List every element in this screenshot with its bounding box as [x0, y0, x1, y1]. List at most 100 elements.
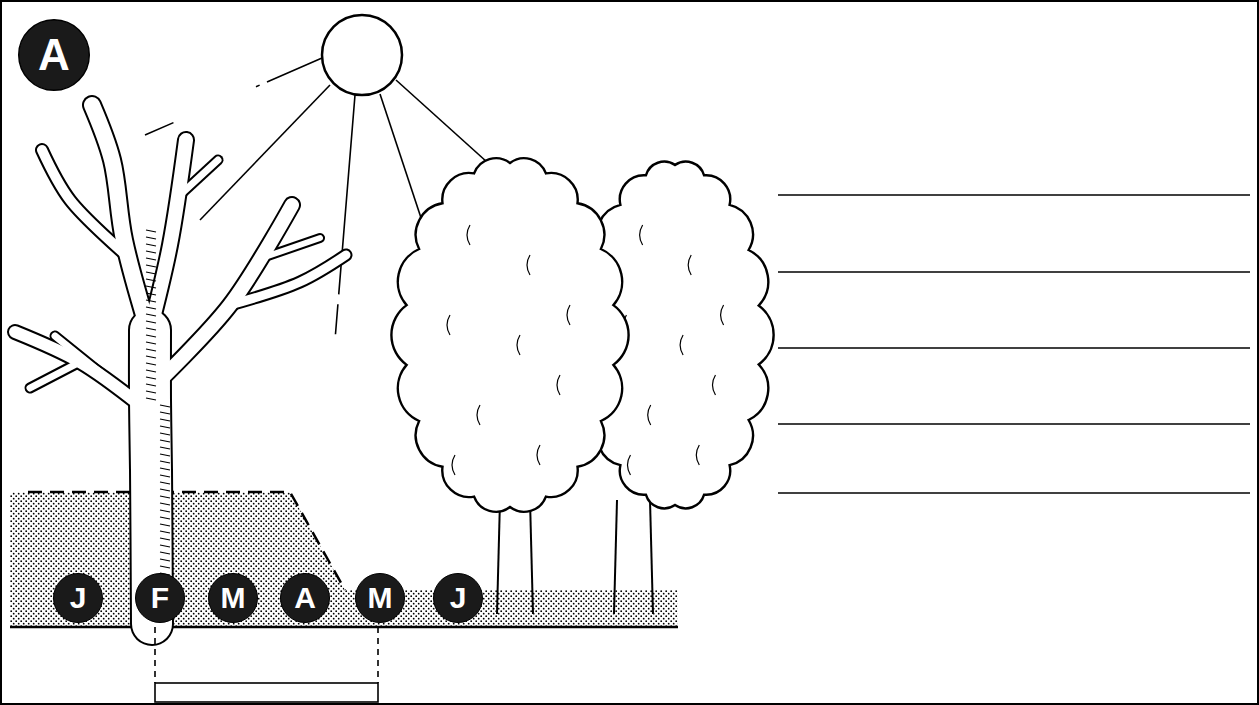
bark-hatch [146, 370, 156, 372]
bark-hatch [146, 314, 156, 316]
panel-letter: A [38, 33, 70, 77]
trunk-edge [497, 500, 500, 614]
bark-hatch [146, 342, 156, 344]
circle-fill [136, 574, 185, 623]
leaf-texture [648, 405, 651, 425]
bark-hatch [146, 293, 156, 295]
month-marker: M [355, 573, 405, 623]
bark-hatch [146, 356, 156, 358]
month-marker: A [280, 573, 330, 623]
bark-hatch [146, 300, 156, 302]
bark-hatch [160, 566, 170, 568]
leaf-texture [517, 335, 520, 355]
trunk-edge [650, 500, 653, 614]
bark-hatch [146, 321, 156, 323]
bark-hatch [146, 349, 156, 351]
month-marker: J [433, 573, 483, 623]
month-letter: F [151, 583, 169, 613]
branch-fill [230, 255, 346, 305]
month-letter: M [221, 583, 246, 613]
branch-fill [180, 160, 218, 195]
bark-hatch [146, 279, 156, 281]
leaf-texture [452, 455, 455, 475]
month-letter: J [70, 583, 87, 613]
branch-fill [100, 125, 115, 185]
bark-hatch [160, 559, 170, 561]
bark-hatch [160, 447, 170, 449]
branch-fill [15, 332, 140, 405]
trunk-edge [614, 500, 617, 614]
branch-fill [30, 362, 80, 388]
sun [322, 15, 402, 95]
ground-line [10, 626, 678, 629]
tree-canopy [391, 158, 628, 512]
bark-hatch [160, 552, 170, 554]
bark-hatch [146, 377, 156, 379]
bark-hatch [146, 251, 156, 253]
bark-hatch [146, 230, 156, 232]
month-marker: M [208, 573, 258, 623]
month-letter: A [294, 583, 316, 613]
leaf-texture [477, 405, 480, 425]
circle-fill [19, 20, 90, 91]
bark-hatch [146, 335, 156, 337]
bark-hatch [160, 412, 170, 414]
leaf-texture [688, 255, 691, 275]
month-letter: M [368, 583, 393, 613]
bark-hatch [160, 496, 170, 498]
bark-hatch [160, 545, 170, 547]
bark-hatch [160, 531, 170, 533]
leaf-texture [467, 225, 470, 245]
stippled-ground [10, 492, 678, 627]
bark-hatch [160, 461, 170, 463]
bark-hatch [160, 517, 170, 519]
bark-hatch [160, 524, 170, 526]
bark-hatch [160, 433, 170, 435]
bark-hatch [146, 237, 156, 239]
bark-hatch [160, 489, 170, 491]
branch-outline [30, 362, 80, 388]
leaf-texture [680, 335, 683, 355]
bark-hatch [160, 454, 170, 456]
period-bracket [155, 627, 378, 702]
leaf-texture [721, 305, 724, 325]
branch-fill [92, 105, 150, 335]
bark-hatch [160, 440, 170, 442]
bark-hatch [146, 265, 156, 267]
leaf-texture [537, 445, 540, 465]
bark-hatch [146, 272, 156, 274]
circle-fill [281, 574, 330, 623]
bark-hatch [146, 398, 156, 400]
month-marker: F [135, 573, 185, 623]
bark-hatch [146, 307, 156, 309]
bark-hatch [160, 426, 170, 428]
panel-badge: A [18, 19, 90, 91]
month-marker: J [53, 573, 103, 623]
circle-fill [209, 574, 258, 623]
circle-fill [54, 574, 103, 623]
leaf-texture [447, 315, 450, 335]
bark-hatch [160, 482, 170, 484]
branch-fill [262, 238, 320, 258]
circle-fill [356, 574, 405, 623]
leaf-texture [696, 445, 699, 465]
leafy-trees [391, 158, 773, 614]
bare-tree [15, 105, 346, 624]
branch-fill [55, 336, 112, 382]
leaf-texture [567, 305, 570, 325]
bark-hatch [146, 328, 156, 330]
circle-fill [434, 574, 483, 623]
bark-hatch [146, 258, 156, 260]
bark-hatch [160, 503, 170, 505]
leaf-texture [640, 225, 643, 245]
branch-outline [15, 332, 140, 405]
bark-hatch [160, 538, 170, 540]
bark-hatch [146, 244, 156, 246]
leaf-texture [712, 375, 715, 395]
bark-hatch [160, 419, 170, 421]
bark-hatch [146, 363, 156, 365]
